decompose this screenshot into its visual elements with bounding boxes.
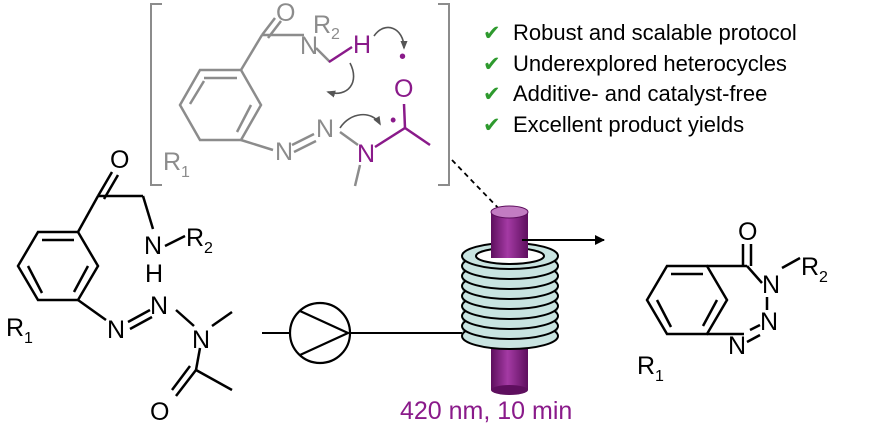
- arrow-nh-to-ring: [326, 62, 355, 98]
- feature-item: ✔ Underexplored heterocycles: [483, 49, 797, 80]
- sm-triazene-nitrogen-3: N: [192, 326, 210, 354]
- right-bracket: [438, 3, 450, 186]
- mech-amide-nitrogen: N: [300, 32, 318, 60]
- feature-text: Additive- and catalyst-free: [513, 81, 768, 106]
- lamp-rod-top: [491, 212, 528, 258]
- mech-radical-dot-oxygen: •: [399, 46, 406, 68]
- dashed-leader: [451, 159, 503, 213]
- mech-r1-subscript: 1: [181, 164, 190, 181]
- mech-r2-subscript: 2: [331, 26, 340, 43]
- mech-radical-nitrogen: N: [357, 140, 375, 168]
- feature-text: Excellent product yields: [513, 111, 745, 137]
- feature-list: ✔ Robust and scalable protocol ✔ Underexpl…: [483, 18, 797, 140]
- mechanism-intermediate: O N R 2 R 1 N N H N O • •: [150, 0, 503, 213]
- starting-material: O N H R 2 R 1 N N N O: [6, 146, 233, 426]
- mech-radical-dot-carbon: •: [390, 110, 396, 130]
- mech-r2-label: R: [313, 11, 331, 39]
- checkmark-icon: ✔: [483, 112, 501, 137]
- product-carbonyl-oxygen: O: [738, 218, 757, 246]
- sm-acetyl-oxygen: O: [150, 398, 169, 426]
- lamp-rod-cap: [490, 205, 529, 219]
- product-r1-subscript: 1: [655, 368, 664, 385]
- checkmark-icon: ✔: [483, 21, 501, 45]
- checkmark-icon: ✔: [483, 82, 501, 106]
- sm-amide-nitrogen: N: [144, 232, 162, 260]
- mech-acyl-oxygen: O: [394, 75, 413, 103]
- feature-text: Robust and scalable protocol: [513, 20, 797, 45]
- sm-amide-hydrogen: H: [145, 260, 163, 288]
- sm-r1-subscript: 1: [24, 330, 33, 347]
- mech-diazo-nitrogen-1: N: [275, 138, 293, 166]
- product-r2-label: R: [801, 253, 819, 281]
- reaction-conditions: 420 nm, 10 min: [400, 397, 573, 425]
- sm-r2-subscript: 2: [204, 240, 213, 257]
- product-nitrogen-2: N: [760, 308, 778, 336]
- feature-item: ✔ Robust and scalable protocol: [483, 18, 797, 49]
- product-nitrogen-1: N: [728, 332, 746, 360]
- arrow-h-transfer: [373, 26, 408, 50]
- mech-hydrogen: H: [353, 31, 371, 59]
- feature-item: ✔ Excellent product yields: [483, 110, 797, 141]
- sm-r2-label: R: [186, 224, 204, 252]
- mech-r1-label: R: [163, 148, 181, 176]
- sm-diazo-nitrogen-1: N: [107, 316, 125, 344]
- arrow-nn-cleavage: [339, 113, 381, 129]
- mech-carbonyl-oxygen: O: [276, 0, 295, 27]
- left-bracket: [150, 3, 162, 186]
- mech-diazo-nitrogen-2: N: [316, 115, 334, 143]
- product-r1-label: R: [637, 352, 655, 380]
- product-r2-subscript: 2: [819, 269, 828, 286]
- sm-carbonyl-oxygen: O: [110, 146, 129, 174]
- reactor-coil: [461, 242, 559, 350]
- flow-pump: [262, 301, 476, 365]
- product-nitrogen-3: N: [762, 271, 780, 299]
- photoreactor: [461, 205, 605, 395]
- feature-item: ✔ Additive- and catalyst-free: [483, 79, 797, 110]
- product-benzotriazinone: O N R 2 N N R 1: [637, 218, 828, 385]
- sm-r1-label: R: [6, 314, 24, 342]
- checkmark-icon: ✔: [483, 51, 501, 76]
- sm-diazo-nitrogen-2: N: [150, 292, 168, 320]
- feature-text: Underexplored heterocycles: [513, 50, 787, 76]
- pump-icon: [288, 301, 352, 365]
